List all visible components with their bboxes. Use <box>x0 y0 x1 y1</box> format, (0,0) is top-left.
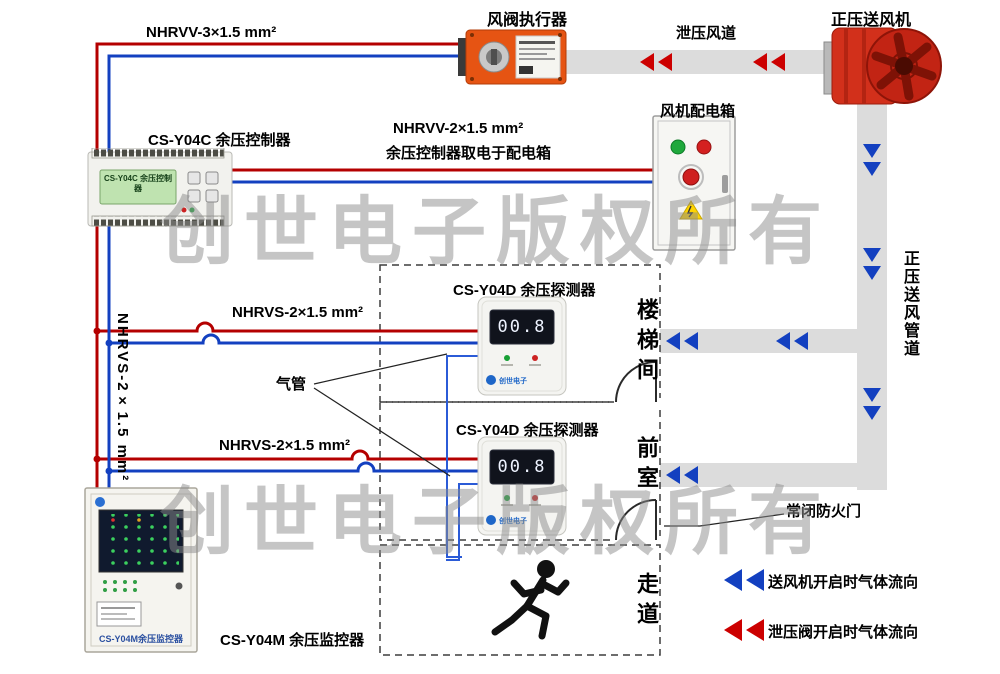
relief-duct-label: 泄压风道 <box>676 25 737 42</box>
monitor-panel-label: CS-Y04M余压监控器 <box>98 634 183 644</box>
controller-title: CS-Y04C 余压控制器 <box>148 132 291 149</box>
relief-flow-arrows <box>640 53 785 71</box>
supply-fan-device <box>822 20 944 108</box>
room-corridor-label: 走道 <box>634 572 659 632</box>
detector-brand-text: 创世电子 <box>499 378 527 385</box>
legend-supply-arrow-icon <box>724 569 764 591</box>
damper-actuator-graphic <box>458 29 567 85</box>
controller-device: CS-Y04C 余压控制器 <box>86 147 234 230</box>
fire-door-label: 常闭防火门 <box>786 503 862 520</box>
fan-power-box-device <box>652 115 736 251</box>
air-tubes <box>446 355 479 561</box>
detector-front-room-device: 00.8 创世电子 <box>477 436 567 536</box>
room-stairwell-label: 楼梯间 <box>634 298 659 388</box>
room-outlines <box>379 264 661 656</box>
legend-relief-label: 泄压阀开启时气体流向 <box>768 624 919 641</box>
cable-nhrvv3-label: NHRVV-3×1.5 mm² <box>146 24 277 41</box>
legend-supply-label: 送风机开启时气体流向 <box>768 574 919 591</box>
controller-graphic <box>87 147 233 227</box>
leader-lines <box>313 353 785 527</box>
fire-doors <box>614 361 662 544</box>
running-person-icon <box>491 560 570 640</box>
cable-nhrvs-branch2-label: NHRVS-2×1.5 mm² <box>219 437 351 454</box>
red-wires <box>95 42 657 492</box>
controller-lcd-text: CS-Y04C 余压控制器 <box>103 174 172 193</box>
detector-brand-text: 创世电子 <box>499 518 527 525</box>
legend-relief-arrow-icon <box>724 619 764 641</box>
wire-junctions <box>93 327 113 475</box>
supply-flow-arrows <box>666 144 881 484</box>
detector-graphic <box>477 296 567 396</box>
actuator-title: 风阀执行器 <box>487 12 568 29</box>
detector-stairwell-device: 00.8 创世电子 <box>477 296 567 396</box>
damper-actuator-device <box>458 28 568 86</box>
monitor-cabinet-graphic <box>84 487 198 653</box>
blue-wires <box>107 54 657 492</box>
detector-display-value: 00.8 <box>497 457 547 477</box>
cable-nhrvs-vertical-label: NHRVS-2×1.5 mm² <box>114 313 131 483</box>
fan-power-box-graphic <box>652 115 736 251</box>
monitor-cabinet-device: CS-Y04M余压监控器 <box>83 486 199 654</box>
supply-duct-label: 正压送风管道 <box>901 250 918 358</box>
power-box-title: 风机配电箱 <box>660 103 736 120</box>
supply-fan-graphic <box>823 27 942 105</box>
power-note-label: 余压控制器取电于配电箱 <box>386 145 552 162</box>
cable-nhrvv2-label: NHRVV-2×1.5 mm² <box>393 120 524 137</box>
fan-title: 正压送风机 <box>831 12 912 29</box>
cable-nhrvs-branch1-label: NHRVS-2×1.5 mm² <box>232 304 364 321</box>
detector2-title: CS-Y04D 余压探测器 <box>456 422 599 439</box>
room-front-label: 前室 <box>634 436 659 496</box>
air-tube-label: 气管 <box>276 376 307 393</box>
detector-display-value: 00.8 <box>497 317 547 337</box>
monitor-title: CS-Y04M 余压监控器 <box>220 632 365 649</box>
detector-graphic <box>477 436 567 536</box>
detector1-title: CS-Y04D 余压探测器 <box>453 282 596 299</box>
